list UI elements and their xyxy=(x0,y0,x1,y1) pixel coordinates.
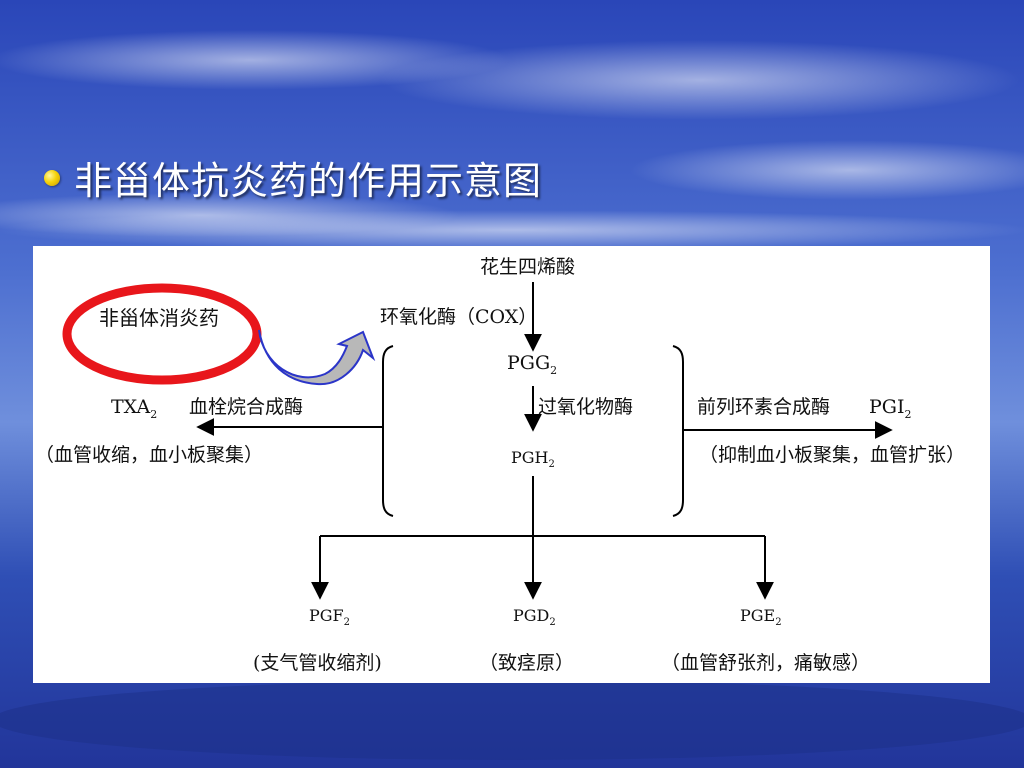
pgi2-label: PGI2 xyxy=(869,396,912,421)
bullet-dot-icon xyxy=(44,169,60,186)
pgg2-label: PGG2 xyxy=(507,352,558,377)
prostacyclin-synthase-label: 前列环素合成酶 xyxy=(697,396,831,418)
txa-synthase-label: 血栓烷合成酶 xyxy=(189,396,304,418)
right-bracket xyxy=(672,345,684,517)
nsaid-label: 非甾体消炎药 xyxy=(99,306,219,330)
cox-label: 环氧化酶（COX） xyxy=(380,306,538,328)
title-row: 非甾体抗炎药的作用示意图 xyxy=(44,150,542,205)
pgd2-label: PGD2 xyxy=(513,606,556,629)
slide-title: 非甾体抗炎药的作用示意图 xyxy=(74,159,543,203)
diagram-panel: 非甾体消炎药 花生四烯酸 环氧化酶（COX） PGG2 过氧化物酶 PGH2 T… xyxy=(33,246,990,683)
peroxidase-label: 过氧化物酶 xyxy=(538,396,634,418)
diagram-lines xyxy=(62,282,893,600)
left-bracket xyxy=(382,345,394,517)
txa2-label: TXA2 xyxy=(111,396,158,421)
pgf-effect-label: (支气管收缩剂) xyxy=(253,652,382,674)
curved-arrow-icon xyxy=(258,329,376,386)
pge2-label: PGE2 xyxy=(740,606,782,629)
arachidonic-acid-label: 花生四烯酸 xyxy=(480,256,576,278)
pgi-effect-label: （抑制血小板聚集，血管扩张） xyxy=(699,444,966,466)
txa-effect-label: （血管收缩，血小板聚集） xyxy=(35,444,264,466)
pge-effect-label: （血管舒张剂，痛敏感） xyxy=(661,652,871,674)
nsaid-ellipse xyxy=(62,283,262,385)
pgf2-label: PGF2 xyxy=(309,606,351,629)
pgd-effect-label: （致痉原） xyxy=(479,652,575,674)
pgh2-label: PGH2 xyxy=(511,448,555,471)
